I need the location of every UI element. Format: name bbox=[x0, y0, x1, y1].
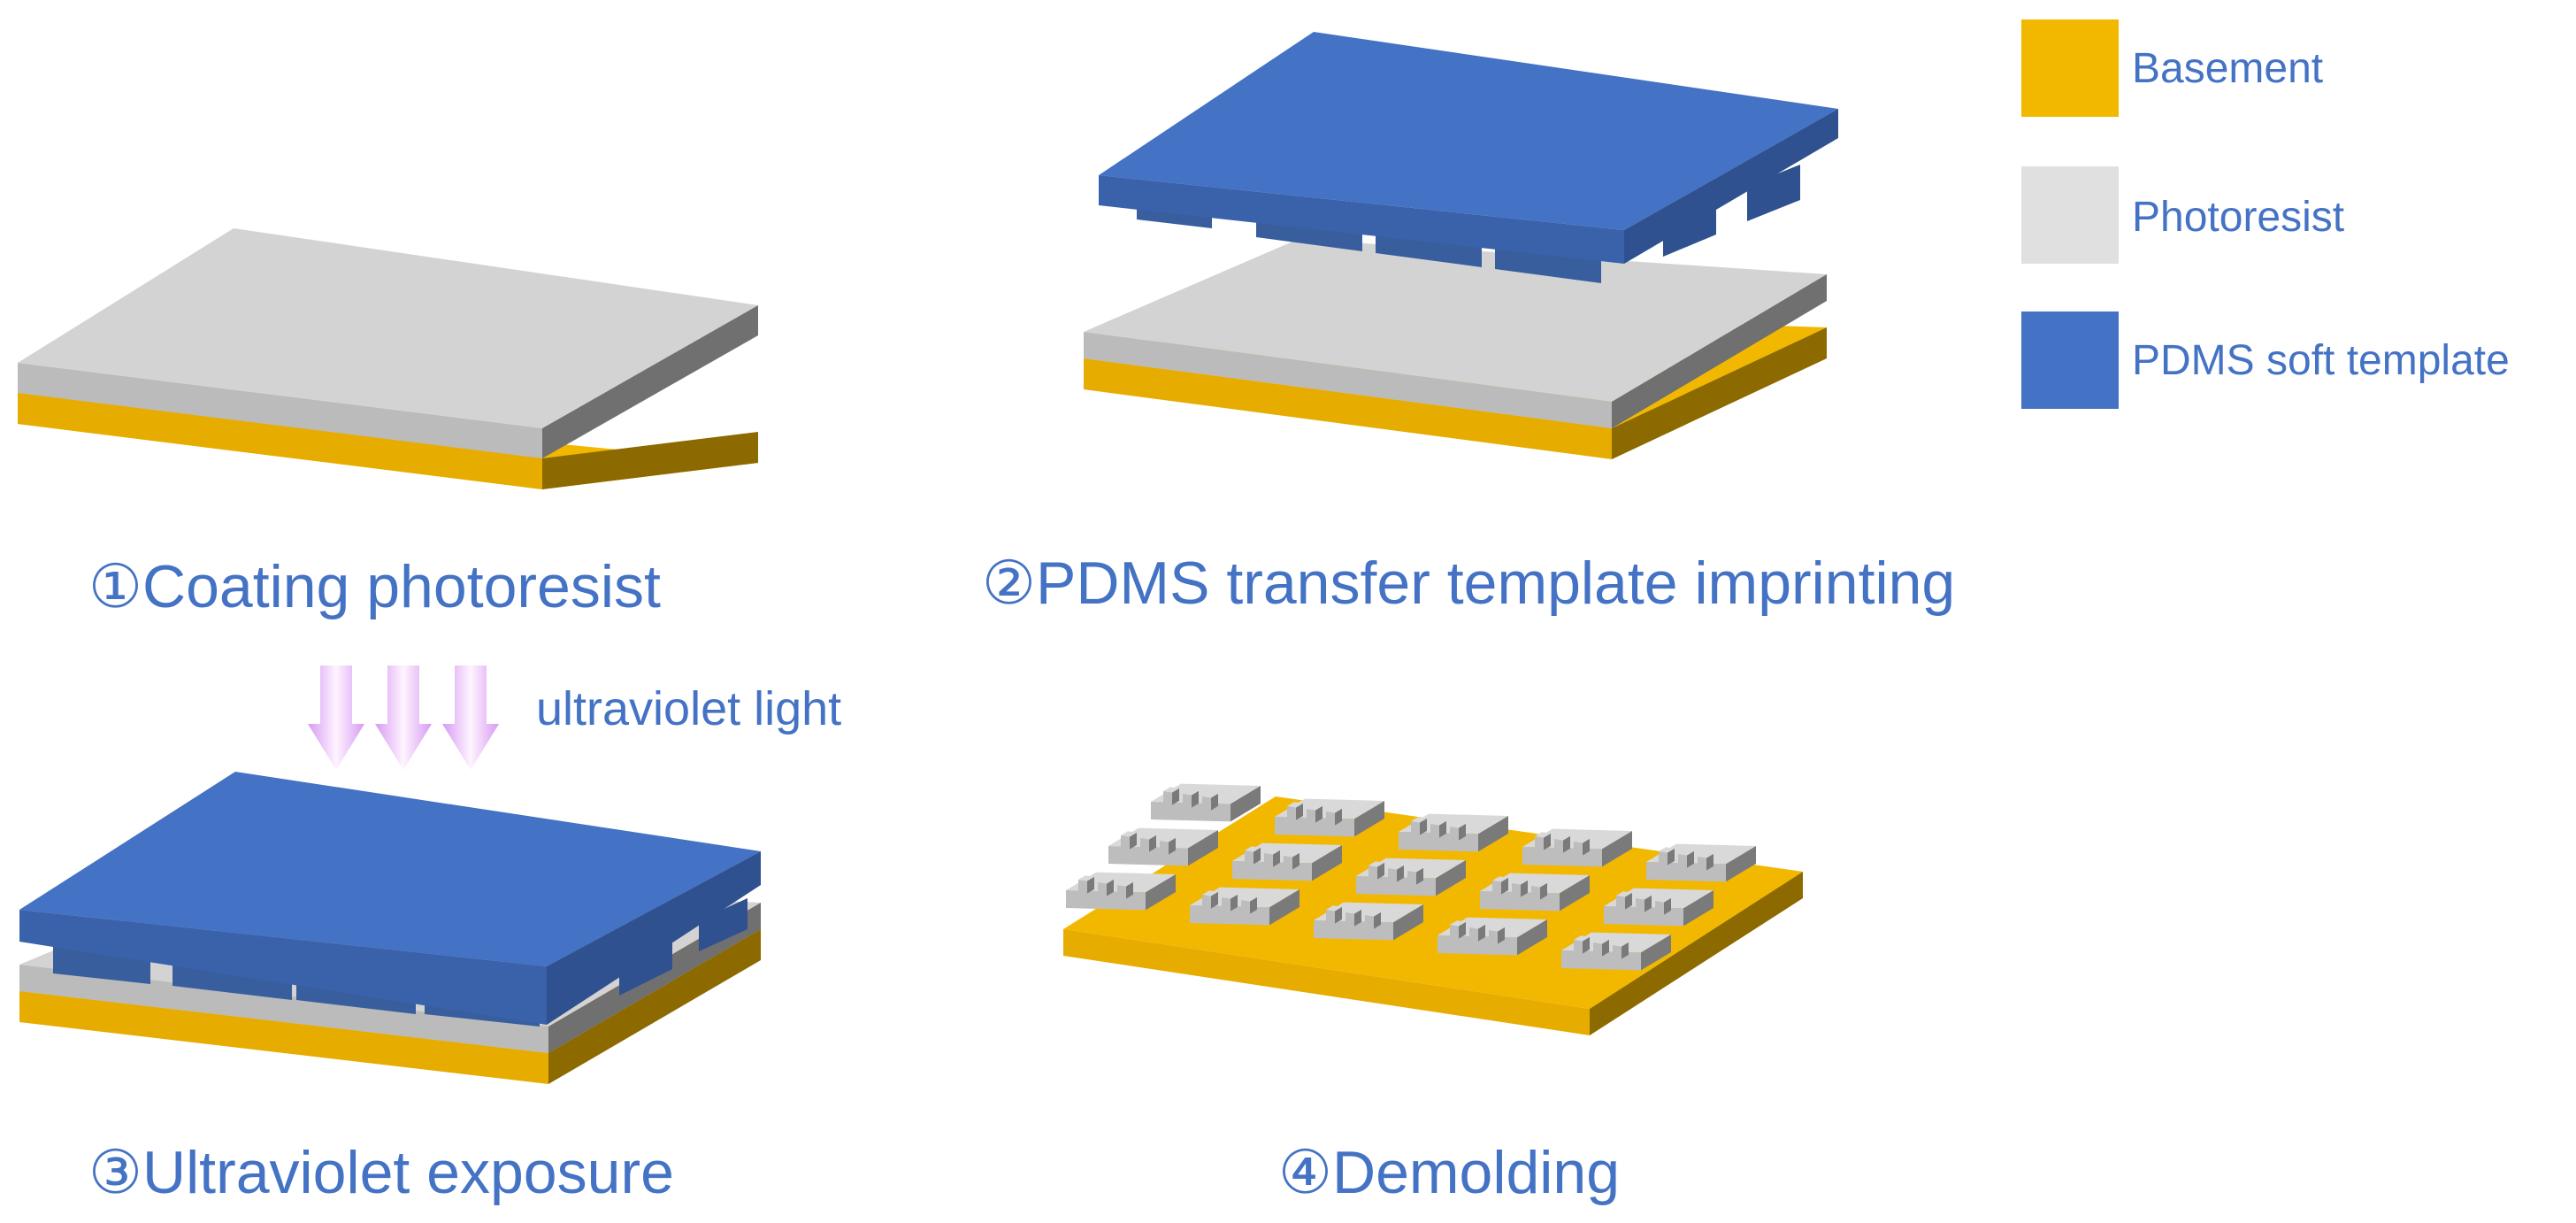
post-pillar bbox=[1593, 938, 1609, 957]
post-pillar bbox=[1117, 881, 1133, 899]
step1-label: ①Coating photoresist bbox=[88, 553, 661, 620]
post-pillar bbox=[1698, 852, 1714, 871]
uv-light-label: ultraviolet light bbox=[536, 682, 842, 735]
post-pillar bbox=[1535, 832, 1551, 850]
post-pillar bbox=[1287, 802, 1303, 820]
post-pillar bbox=[1365, 911, 1381, 929]
post-pillar bbox=[1613, 941, 1629, 959]
post-pillar bbox=[1531, 881, 1547, 900]
photoresist-post bbox=[1232, 842, 1342, 881]
post-pillar bbox=[1636, 894, 1652, 912]
post-pillar bbox=[1202, 890, 1218, 909]
step4-illustration bbox=[1063, 783, 1803, 1035]
post-pillar bbox=[1489, 926, 1505, 944]
photoresist-post bbox=[1151, 783, 1261, 822]
post-pillar bbox=[1346, 908, 1361, 927]
photoresist-layer bbox=[1084, 239, 1827, 428]
photoresist-post bbox=[1604, 888, 1714, 927]
post-pillar bbox=[1655, 896, 1671, 915]
post-pillar bbox=[1450, 920, 1466, 939]
photoresist-post bbox=[1314, 902, 1423, 941]
post-pillar bbox=[1140, 834, 1156, 852]
post-pillar bbox=[1326, 905, 1342, 924]
photoresist-post bbox=[1190, 887, 1300, 926]
photoresist-posts bbox=[1066, 783, 1756, 971]
step3-label: ③Ultraviolet exposure bbox=[88, 1139, 674, 1206]
post-pillar bbox=[1222, 893, 1238, 911]
post-pillar bbox=[1574, 935, 1590, 954]
photoresist-layer bbox=[18, 228, 758, 458]
photoresist-post bbox=[1561, 932, 1671, 971]
post-pillar bbox=[1183, 789, 1199, 808]
photoresist-post bbox=[1399, 813, 1508, 852]
photoresist-post bbox=[1646, 843, 1756, 882]
post-pillar bbox=[1245, 846, 1261, 865]
post-pillar bbox=[1284, 851, 1300, 870]
photoresist-post bbox=[1066, 872, 1176, 911]
post-pillar bbox=[1574, 837, 1590, 856]
uv-arrows bbox=[308, 665, 499, 770]
step2-illustration bbox=[1084, 32, 1838, 459]
post-pillar bbox=[1554, 835, 1570, 853]
photoresist-post bbox=[1356, 858, 1466, 896]
photoresist-post bbox=[1480, 873, 1590, 911]
post-pillar bbox=[1368, 861, 1384, 880]
down-arrow-icon bbox=[442, 665, 499, 770]
post-pillar bbox=[1492, 876, 1508, 895]
post-pillar bbox=[1160, 836, 1176, 855]
photoresist-post bbox=[1108, 827, 1218, 866]
legend-label-photoresist: Photoresist bbox=[2132, 194, 2345, 241]
basement-layer bbox=[18, 393, 758, 489]
post-pillar bbox=[1411, 817, 1427, 835]
post-pillar bbox=[1098, 878, 1114, 896]
photoresist-swatch bbox=[2021, 166, 2119, 264]
step1-illustration bbox=[18, 228, 758, 489]
post-pillar bbox=[1616, 891, 1632, 910]
down-arrow-icon bbox=[308, 665, 364, 770]
step2-label: ②PDMS transfer template imprinting bbox=[982, 550, 1956, 617]
photoresist-post bbox=[1275, 798, 1384, 837]
pdms-template bbox=[19, 772, 761, 1025]
post-pillar bbox=[1307, 804, 1322, 823]
pdms-swatch bbox=[2021, 312, 2119, 409]
post-pillar bbox=[1678, 850, 1694, 868]
post-base bbox=[1232, 842, 1342, 881]
post-pillar bbox=[1264, 849, 1280, 867]
step3-illustration bbox=[19, 772, 761, 1084]
photoresist-post bbox=[1438, 917, 1547, 956]
post-pillar bbox=[1407, 866, 1423, 885]
down-arrow-icon bbox=[375, 665, 432, 770]
post-pillar bbox=[1450, 822, 1466, 841]
legend-label-pdms: PDMS soft template bbox=[2132, 337, 2510, 384]
post-pillar bbox=[1241, 896, 1257, 914]
post-pillar bbox=[1121, 831, 1137, 850]
legend-label-basement: Basement bbox=[2132, 45, 2324, 92]
photoresist-post bbox=[1522, 828, 1632, 867]
post-pillar bbox=[1430, 819, 1446, 838]
step4-label: ④Demolding bbox=[1278, 1139, 1621, 1206]
post-pillar bbox=[1202, 792, 1218, 811]
pdms-template bbox=[1099, 32, 1838, 264]
post-pillar bbox=[1512, 879, 1528, 897]
basement-swatch bbox=[2021, 19, 2119, 117]
post-pillar bbox=[1078, 875, 1094, 894]
post-pillar bbox=[1163, 787, 1179, 805]
post-pillar bbox=[1388, 864, 1404, 882]
post-pillar bbox=[1659, 847, 1675, 865]
post-pillar bbox=[1326, 807, 1342, 826]
post-pillar bbox=[1469, 923, 1485, 942]
